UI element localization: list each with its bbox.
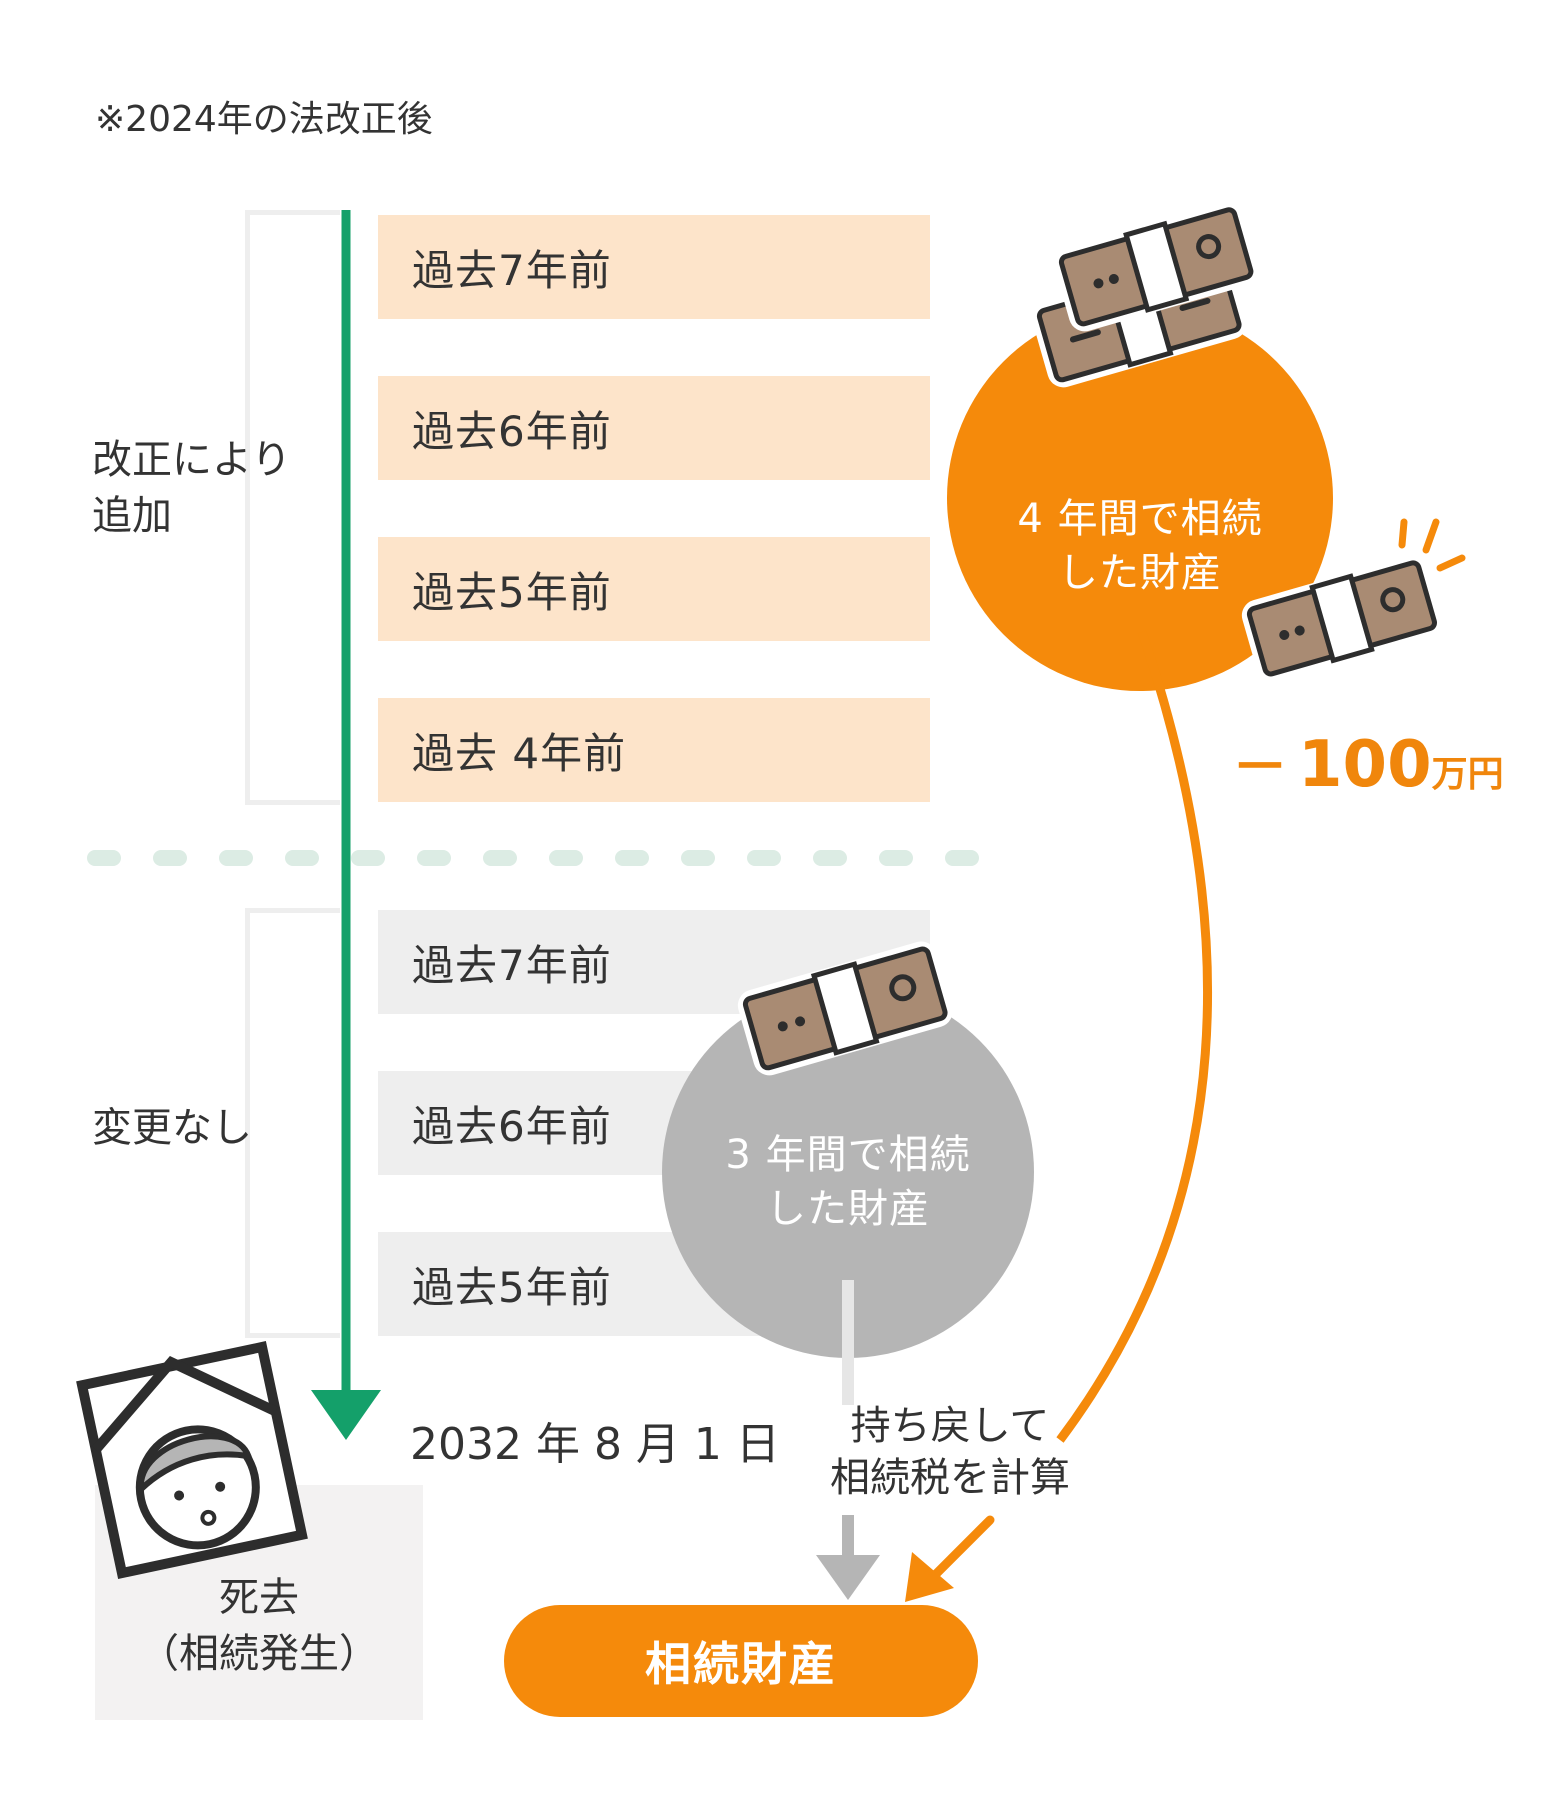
three-year-circle <box>662 986 1034 1358</box>
three-year-line2: した財産 <box>766 1186 930 1232</box>
bar-label: 過去5年前 <box>412 1262 612 1312</box>
added-group-label: 改正により 追加 <box>92 432 291 544</box>
death-line2: （相続発生） <box>139 1631 379 1677</box>
added-year-bar: 過去7年前 <box>378 215 930 319</box>
bar-label: 過去6年前 <box>412 1101 612 1151</box>
deduction-amount: 100 <box>1298 728 1432 802</box>
bar-label: 過去6年前 <box>412 406 612 456</box>
added-year-bar: 過去5年前 <box>378 537 930 641</box>
arrow-down-icon <box>905 1552 954 1602</box>
timeline-arrow <box>311 210 381 1440</box>
deduction-sign: － <box>1232 735 1288 800</box>
four-year-line2: した財産 <box>1058 550 1222 596</box>
bar-label: 過去5年前 <box>412 567 612 617</box>
bar-label: 過去7年前 <box>412 245 612 295</box>
arrow-down-icon <box>311 1390 381 1440</box>
bar-label: 過去7年前 <box>412 940 612 990</box>
return-label: 持ち戻して 相続税を計算 <box>800 1400 1100 1504</box>
return-line1: 持ち戻して <box>850 1403 1050 1449</box>
money-bundle-icon <box>1241 555 1443 682</box>
added-label-line1: 改正により <box>92 437 292 483</box>
money-bundle-icon <box>737 941 953 1076</box>
added-label-line2: 追加 <box>92 493 172 539</box>
four-year-circle <box>947 305 1333 691</box>
three-year-circle-text: 3 年間で相続 した財産 <box>698 1128 998 1236</box>
inheritance-assets-pill: 相続財産 <box>504 1605 978 1717</box>
four-year-circle-text: 4 年間で相続 した財産 <box>990 492 1290 600</box>
four-year-line1: 4 年間で相続 <box>1017 496 1263 542</box>
bar-label: 過去 4年前 <box>412 728 627 778</box>
sparkle-icon <box>1398 518 1466 572</box>
orange-return-arrow <box>905 630 1213 1602</box>
unchanged-group-label: 変更なし <box>92 1105 252 1151</box>
money-bundle-icon <box>1053 202 1259 332</box>
death-date-label: 2032 年 8 月 1 日 <box>410 1419 780 1470</box>
deduction-label: －100万円 <box>1232 722 1504 803</box>
bracket-unchanged <box>245 908 340 1338</box>
note-label: ※2024年の法改正後 <box>95 99 433 140</box>
death-line1: 死去 <box>219 1575 299 1621</box>
added-year-bar: 過去 4年前 <box>378 698 930 802</box>
three-year-line1: 3 年間で相続 <box>725 1132 971 1178</box>
deduction-unit: 万円 <box>1431 754 1504 795</box>
portrait-frame-icon <box>76 1341 308 1579</box>
gray-return-arrow <box>816 1280 880 1600</box>
arrow-down-icon <box>816 1555 880 1600</box>
added-year-bar: 過去6年前 <box>378 376 930 480</box>
death-label: 死去 （相続発生） <box>95 1570 423 1682</box>
return-line2: 相続税を計算 <box>830 1455 1070 1501</box>
bracket-added <box>245 210 340 805</box>
